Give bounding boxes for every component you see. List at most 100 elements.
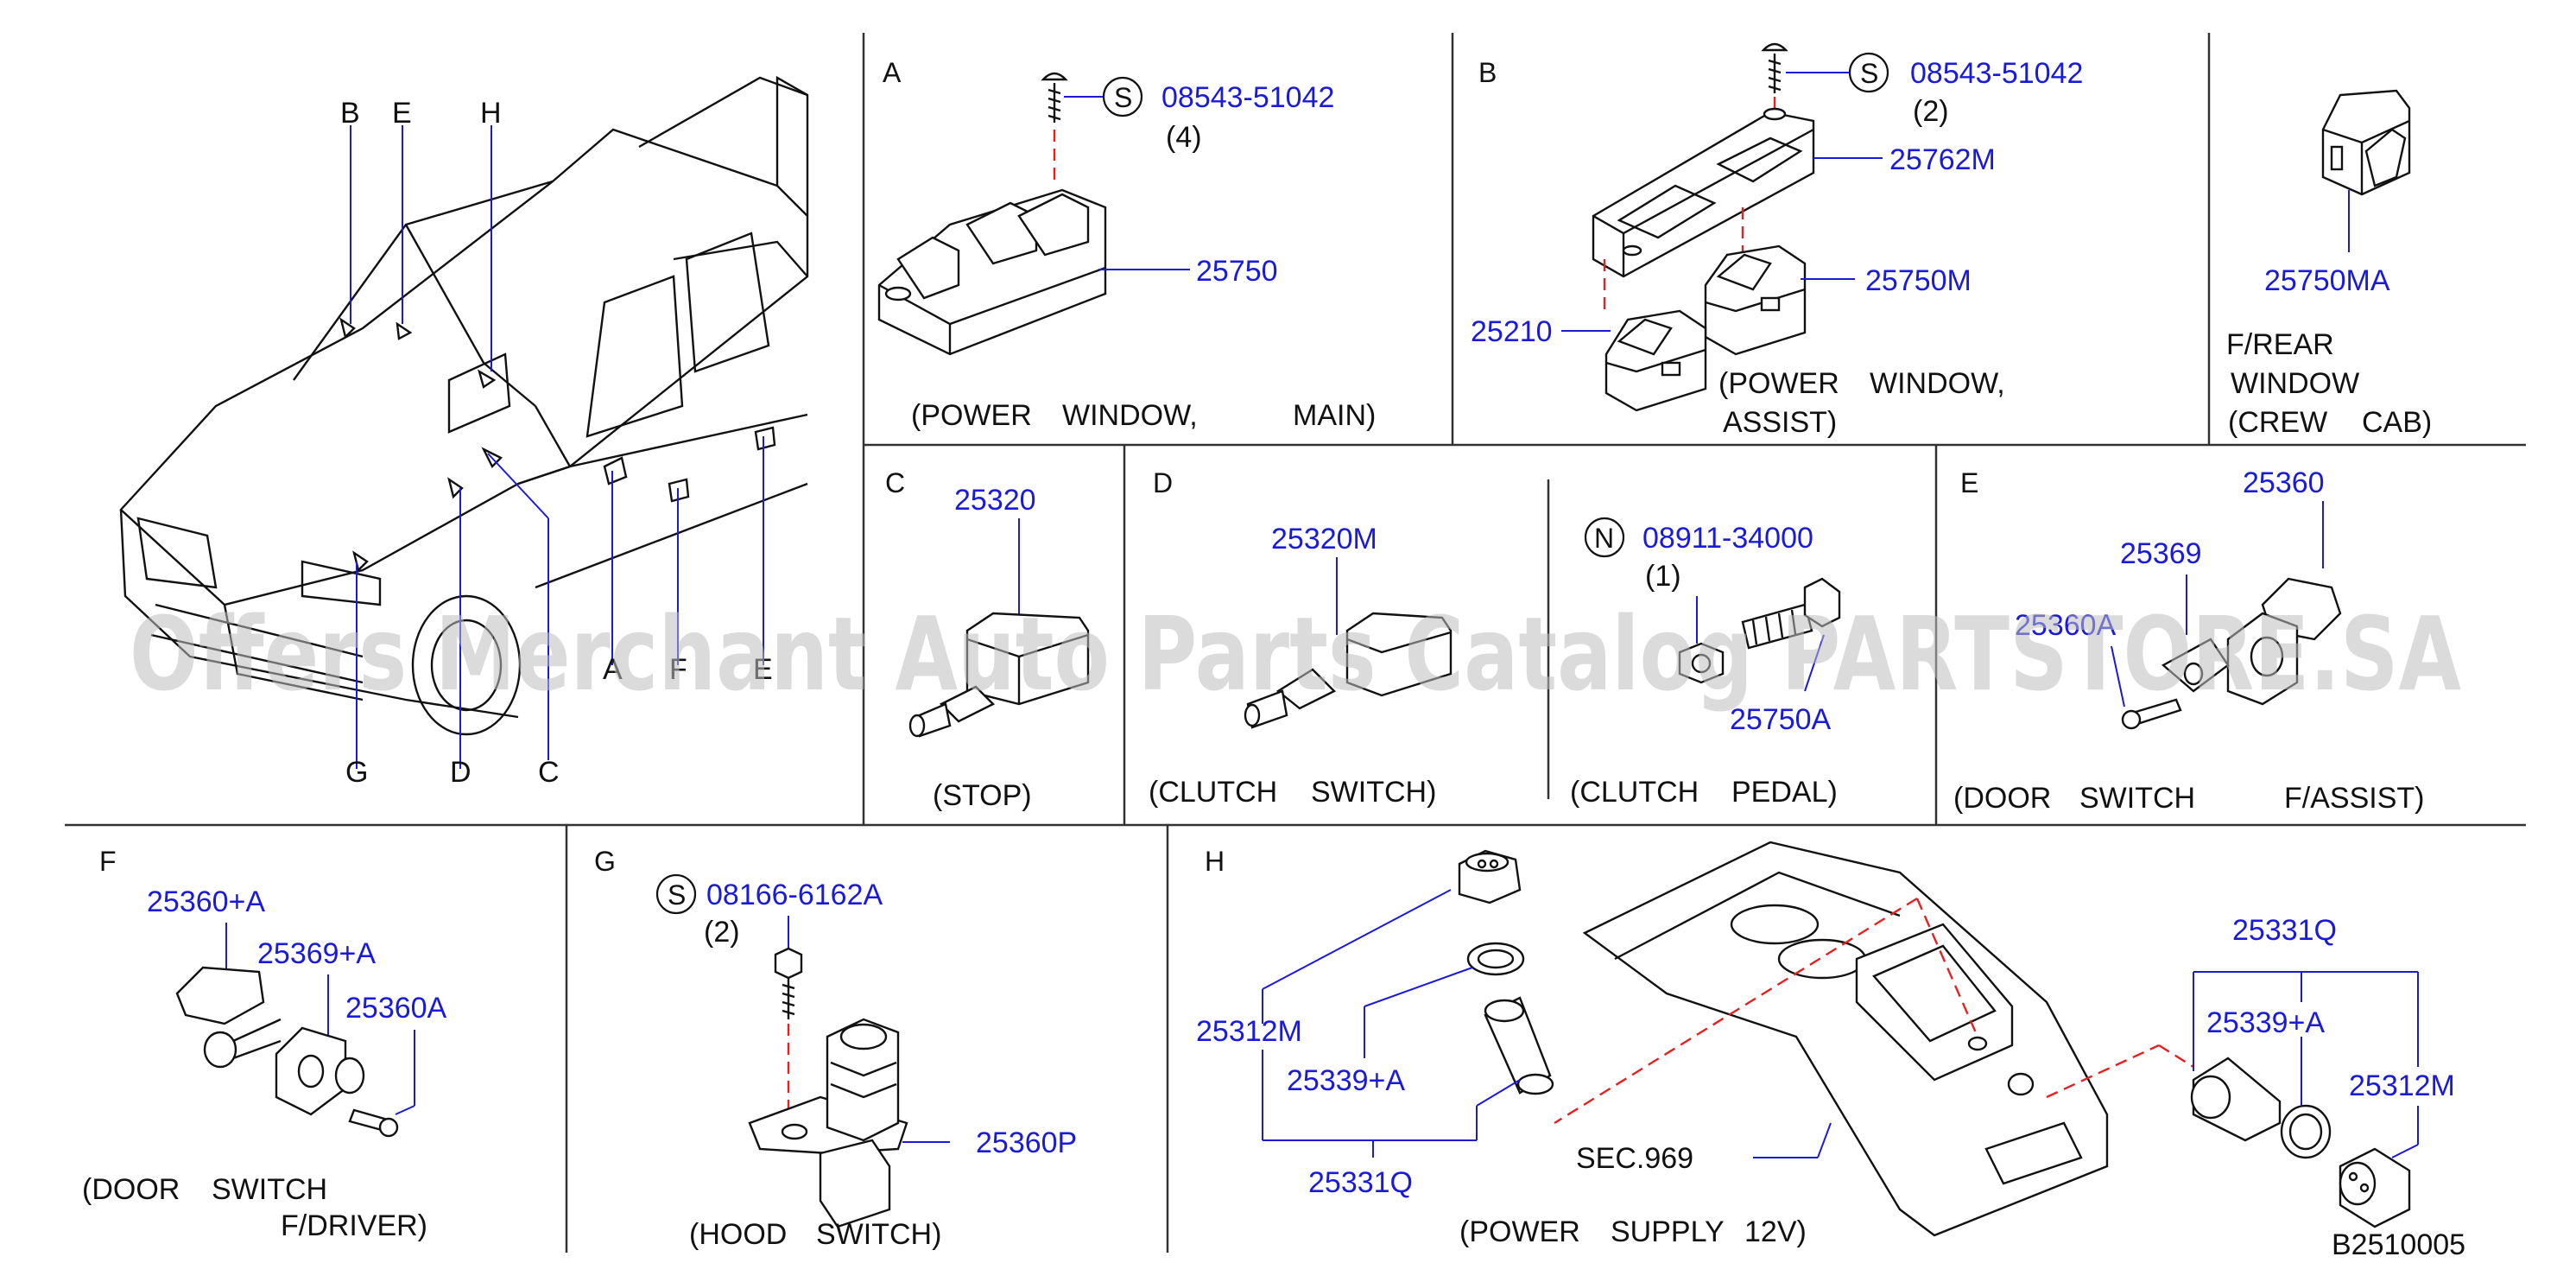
caption-e-1: (DOOR (1953, 782, 2051, 815)
hood-switch (748, 1018, 908, 1228)
caption-b-1: (POWER (1718, 367, 1839, 400)
drawing-code: B2510005 (2332, 1228, 2465, 1261)
caption-g-1: (HOOD (689, 1218, 787, 1251)
caption-h-3: 12V) (1744, 1215, 1807, 1248)
overview-panel: B E H G D C A F E (119, 75, 809, 789)
screw-part-number: 08543-51042 (1910, 57, 2083, 90)
cap-right (2339, 1147, 2411, 1228)
panel-d: D 25320M (CLUTCH SWITCH) N 08911-34000 (… (1149, 467, 1841, 809)
panel-h-letter: H (1205, 846, 1225, 877)
screw-symbol: S (1860, 58, 1878, 89)
panel-rear-window: 25750MA F/REAR WINDOW (CREW CAB) (2226, 89, 2432, 439)
power-window-main-switch (877, 188, 1107, 356)
callout-C: C (538, 756, 560, 789)
caption-a-3: MAIN) (1293, 399, 1376, 432)
panel-f: F 25360+A 25369+A 25360A (DOOR SWITCH F/… (82, 846, 447, 1242)
standard-part-circle (1102, 76, 1143, 117)
panel-g-letter: G (594, 846, 616, 877)
caption-e-2: SWITCH (2079, 782, 2195, 815)
part-25312M-right: 25312M (2349, 1069, 2455, 1102)
panel-d-letter: D (1153, 467, 1173, 498)
assist-switch-1 (1704, 244, 1807, 356)
nut-symbol: N (1594, 523, 1614, 554)
panel-h: H (1196, 841, 2455, 1248)
door-switch-driver (175, 966, 365, 1116)
screw-part-number: 08166-6162A (706, 879, 883, 911)
pedal-stopper-bolt (1741, 577, 1841, 650)
callout-H: H (480, 97, 502, 130)
part-25360A: 25360A (345, 992, 447, 1025)
part-25369+A: 25369+A (257, 937, 376, 970)
callout-B: B (340, 97, 360, 130)
caption-b-3: ASSIST) (1723, 406, 1837, 439)
caption-d-1a: (CLUTCH (1149, 776, 1277, 809)
caption-b-2: WINDOW, (1870, 367, 2005, 400)
screw-icon (1041, 72, 1068, 123)
screw-icon (1761, 42, 1788, 93)
caption-f-1: (DOOR (82, 1173, 180, 1206)
screw-icon (2121, 698, 2182, 730)
caption-a-2: WINDOW, (1062, 399, 1198, 432)
nut-icon (1678, 642, 1725, 684)
panel-e: E 25360 25369 25360A (DOOR SWITCH F/ASSI… (1953, 466, 2424, 815)
part-25762M: 25762M (1889, 143, 1996, 176)
watermark: Offers Merchant Auto Parts Catalog PARTS… (130, 594, 2461, 714)
nut-part-number: 08911-34000 (1642, 522, 1813, 555)
panel-b-letter: B (1478, 57, 1497, 88)
panel-c: C 25320 (STOP) (885, 467, 1090, 812)
nut-quantity: (1) (1645, 560, 1681, 593)
caption-f-3: F/DRIVER) (281, 1209, 427, 1242)
panel-c-letter: C (885, 467, 905, 498)
overview-callout-lines (350, 125, 764, 769)
part-25750M: 25750M (1865, 264, 1972, 297)
part-25750A: 25750A (1730, 703, 1832, 736)
caption-b2-3: (CREW (2228, 406, 2327, 439)
caption-h-1: (POWER (1459, 1215, 1580, 1248)
part-25331Q-left: 25331Q (1308, 1166, 1413, 1199)
socket-right (2190, 1057, 2282, 1142)
part-25339+A-left: 25339+A (1287, 1064, 1405, 1097)
panel-a-letter: A (883, 57, 902, 88)
callout-G: G (345, 756, 368, 789)
socket-left (1484, 996, 1554, 1095)
caption-b2-1: F/REAR (2226, 328, 2334, 361)
callout-A: A (603, 653, 623, 686)
panel-a: A S 08543-51042 (4) 25750 (POWER WINDOW,… (877, 57, 1376, 432)
screw-icon (774, 947, 803, 1019)
caption-e-3: F/ASSIST) (2284, 782, 2424, 815)
truck-illustration (119, 75, 809, 736)
screw-quantity: (4) (1166, 121, 1202, 154)
h-left-callouts (1262, 889, 1521, 1158)
panel-g: G S 08166-6162A (2) 25360P (HOOD SWITCH) (594, 846, 1077, 1251)
caption-c: (STOP) (933, 779, 1032, 812)
caption-g-2: SWITCH) (816, 1218, 941, 1251)
part-25320: 25320 (954, 484, 1036, 517)
panel-frames (65, 33, 2526, 1253)
part-25360: 25360 (2243, 466, 2325, 499)
callout-E-lower: E (753, 653, 773, 686)
caption-d-2a: (CLUTCH (1570, 776, 1699, 809)
part-25360P: 25360P (976, 1127, 1077, 1159)
panel-e-letter: E (1960, 467, 1978, 498)
standard-part-circle (655, 873, 697, 915)
caption-f-2: SWITCH (212, 1173, 327, 1206)
screw-symbol: S (668, 879, 686, 911)
part-25210: 25210 (1471, 315, 1553, 348)
rear-window-switch (2321, 89, 2411, 196)
assist-switch-2 (1604, 309, 1707, 412)
part-25750MA: 25750MA (2264, 264, 2390, 297)
caption-b2-4: CAB) (2362, 406, 2432, 439)
caption-d-2b: PEDAL) (1731, 776, 1838, 809)
switch-bezel (1592, 107, 1815, 278)
center-console (1582, 841, 2109, 1237)
ring-left (1466, 942, 1525, 976)
ring-right (2280, 1104, 2332, 1159)
section-reference: SEC.969 (1576, 1142, 1693, 1175)
part-25360A: 25360A (2015, 609, 2117, 642)
caption-h-2: SUPPLY (1611, 1215, 1725, 1248)
callout-F: F (669, 653, 687, 686)
stop-lamp-switch (908, 612, 1090, 738)
part-25339+A-right: 25339+A (2206, 1006, 2325, 1039)
caption-d-1b: SWITCH) (1311, 776, 1436, 809)
